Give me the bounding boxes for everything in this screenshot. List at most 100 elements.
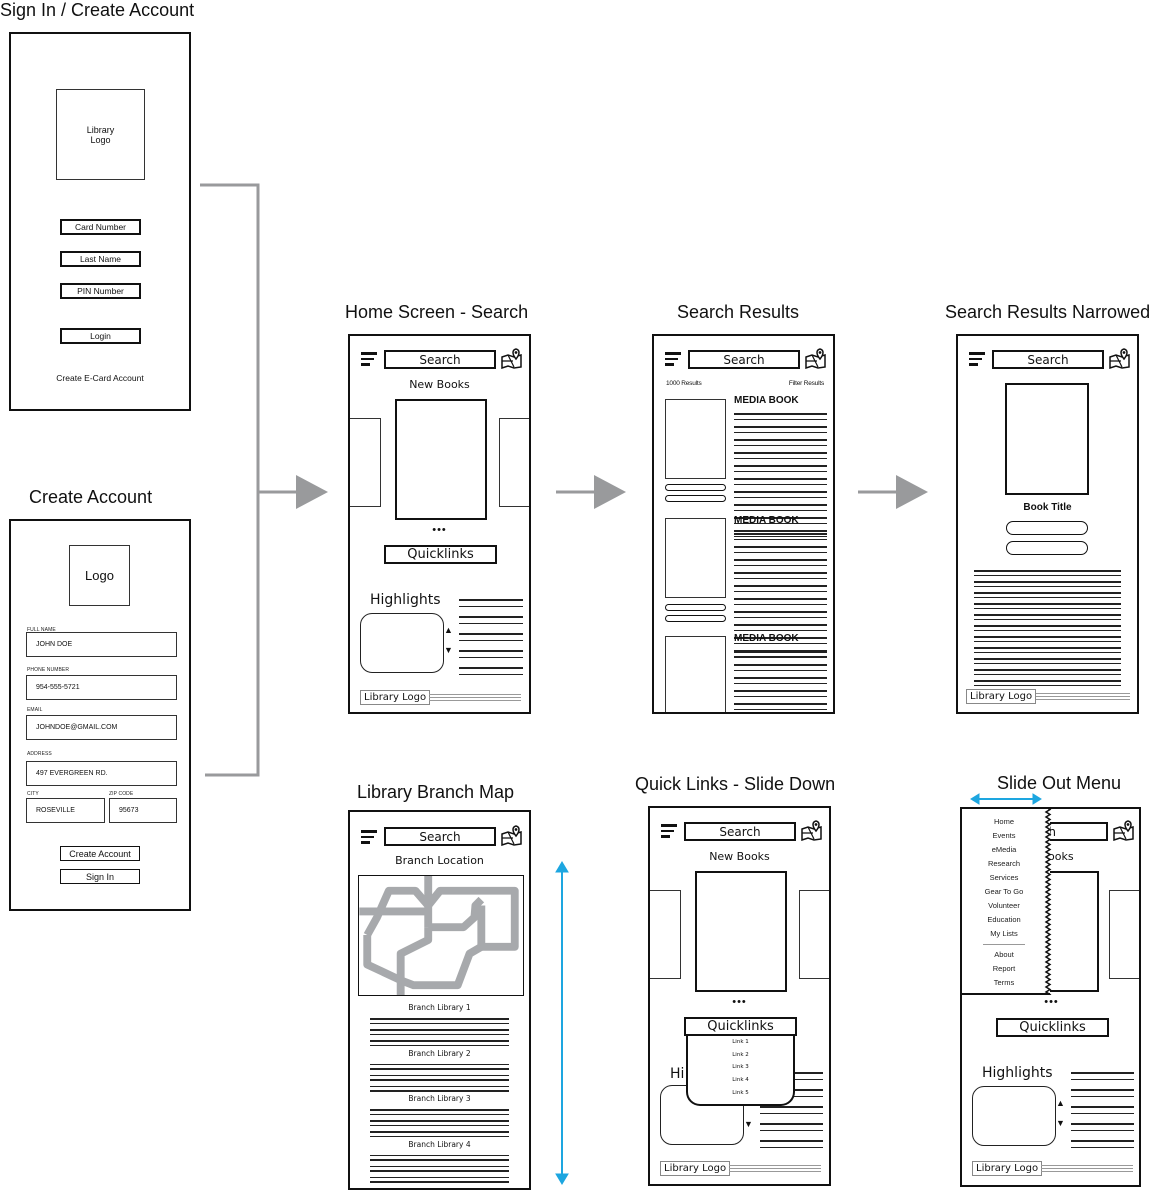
branch-address-lines	[370, 1063, 509, 1092]
new-books-heading-partial: ooks	[1048, 850, 1074, 863]
login-button[interactable]: Login	[60, 328, 141, 344]
sign-in-button[interactable]: Sign In	[60, 869, 140, 884]
hamburger-menu-icon[interactable]	[361, 352, 377, 366]
create-account-button[interactable]: Create Account	[60, 846, 140, 861]
map-location-icon[interactable]	[805, 347, 827, 369]
highlights-card[interactable]	[972, 1086, 1056, 1146]
menu-item[interactable]: eMedia	[991, 845, 1017, 854]
map-location-icon[interactable]	[501, 347, 523, 369]
sign-in-screen-title: Sign In / Create Account	[0, 0, 195, 20]
book-action-button[interactable]	[1006, 541, 1088, 555]
book-carousel-current[interactable]	[695, 871, 787, 992]
map-location-icon[interactable]	[1109, 347, 1131, 369]
result-action-pill[interactable]	[665, 495, 726, 502]
scroll-down-icon[interactable]: ▼	[744, 1119, 753, 1129]
logo-line-1: Library	[86, 124, 115, 135]
branch-name[interactable]: Branch Library 3	[408, 1094, 471, 1103]
search-input[interactable]: Search	[684, 822, 796, 841]
carousel-dots[interactable]: •••	[1044, 996, 1059, 1008]
hamburger-menu-icon[interactable]	[665, 352, 681, 366]
result-description-lines	[734, 651, 827, 712]
pin-number-field[interactable]: PIN Number	[60, 283, 141, 299]
full-name-label: FULL NAME	[27, 627, 56, 633]
footer-text-lines	[1041, 1165, 1133, 1174]
menu-item[interactable]: My Lists	[990, 929, 1018, 938]
book-carousel-current[interactable]	[395, 399, 487, 520]
branch-map[interactable]	[358, 875, 524, 996]
logo-line-2: Logo	[90, 134, 111, 145]
card-number-field[interactable]: Card Number	[60, 219, 141, 235]
result-title: MEDIA BOOK	[734, 395, 799, 406]
map-location-icon[interactable]	[501, 824, 523, 846]
slide-menu-title: Slide Out Menu	[997, 773, 1122, 793]
search-input[interactable]: Search	[384, 350, 496, 369]
last-name-field[interactable]: Last Name	[60, 251, 141, 267]
quicklink-item[interactable]: Link 1	[732, 1039, 749, 1045]
menu-item[interactable]: Research	[987, 859, 1021, 868]
quicklink-item[interactable]: Link 2	[732, 1051, 749, 1058]
book-carousel-next[interactable]	[799, 890, 829, 979]
book-carousel-prev[interactable]	[350, 418, 381, 507]
result-cover	[665, 636, 726, 712]
search-input[interactable]: Search	[992, 350, 1104, 369]
result-cover	[665, 518, 726, 598]
map-location-icon[interactable]	[801, 819, 823, 841]
search-input[interactable]: Search	[688, 350, 800, 369]
book-carousel-next[interactable]	[499, 418, 529, 507]
menu-item[interactable]: Volunteer	[988, 901, 1020, 910]
quicklink-item[interactable]: Link 4	[732, 1077, 749, 1084]
menu-divider	[983, 944, 1025, 945]
quicklinks-button[interactable]: Quicklinks	[384, 545, 497, 564]
menu-item-secondary[interactable]: About	[994, 950, 1014, 959]
scroll-down-icon[interactable]: ▼	[444, 645, 453, 655]
scroll-up-icon[interactable]: ▲	[1056, 1098, 1065, 1108]
phone-number-field[interactable]: 954-555-5721	[26, 675, 177, 700]
menu-item[interactable]: Services	[989, 873, 1019, 882]
home-screen: Search New Books ••• Quicklinks Highligh…	[348, 334, 531, 714]
branch-name[interactable]: Branch Library 2	[408, 1048, 471, 1058]
slide-out-arrow-icon	[970, 793, 1042, 805]
hamburger-menu-icon[interactable]	[661, 824, 677, 838]
map-location-icon[interactable]	[1113, 819, 1135, 841]
menu-item-secondary[interactable]: Report	[992, 964, 1016, 973]
create-ecard-link[interactable]: Create E-Card Account	[56, 373, 144, 383]
home-screen-title: Home Screen - Search	[345, 302, 529, 322]
quicklink-item[interactable]: Link 3	[732, 1064, 749, 1071]
menu-item[interactable]: Education	[987, 915, 1021, 924]
menu-item-secondary[interactable]: Terms	[993, 978, 1015, 987]
quicklinks-button[interactable]: Quicklinks	[684, 1017, 797, 1036]
footer-library-logo: Library Logo	[966, 689, 1037, 704]
carousel-dots[interactable]: •••	[732, 996, 747, 1008]
book-action-button[interactable]	[1006, 521, 1088, 535]
quicklink-item[interactable]: Link 5	[732, 1089, 749, 1096]
menu-item[interactable]: Home	[993, 817, 1014, 826]
city-field[interactable]: ROSEVILLE	[26, 798, 105, 823]
menu-item[interactable]: Events	[992, 831, 1016, 840]
email-field[interactable]: JOHNDOE@GMAIL.COM	[26, 715, 177, 740]
book-carousel-next[interactable]	[1109, 890, 1139, 979]
search-input[interactable]: Search	[384, 827, 496, 846]
zip-code-field[interactable]: 95673	[109, 798, 177, 823]
quicklinks-button[interactable]: Quicklinks	[996, 1018, 1109, 1037]
address-field[interactable]: 497 EVERGREEN RD.	[26, 761, 177, 786]
carousel-dots[interactable]: •••	[432, 524, 447, 536]
highlights-heading: Highlights	[370, 592, 441, 608]
slide-menu-screen: rch ooks ••• Quicklinks Highlights ▲ ▼ L…	[960, 807, 1141, 1187]
filter-results-link[interactable]: Filter Results	[788, 380, 824, 387]
full-name-field[interactable]: JOHN DOE	[26, 632, 177, 657]
highlights-card[interactable]	[360, 613, 444, 673]
logo: Logo	[69, 545, 130, 606]
book-cover	[1005, 383, 1089, 495]
branch-name[interactable]: Branch Library 1	[408, 1003, 471, 1012]
result-action-pill[interactable]	[665, 604, 726, 611]
result-action-pill[interactable]	[665, 615, 726, 622]
hamburger-menu-icon[interactable]	[361, 830, 377, 844]
book-carousel-prev[interactable]	[650, 890, 681, 979]
result-title: MEDIA BOOK	[734, 515, 799, 526]
hamburger-menu-icon[interactable]	[969, 352, 985, 366]
menu-item[interactable]: Gear To Go	[984, 887, 1024, 896]
scroll-down-icon[interactable]: ▼	[1056, 1118, 1065, 1128]
scroll-up-icon[interactable]: ▲	[444, 625, 453, 635]
branch-name[interactable]: Branch Library 4	[408, 1139, 471, 1149]
result-action-pill[interactable]	[665, 484, 726, 491]
